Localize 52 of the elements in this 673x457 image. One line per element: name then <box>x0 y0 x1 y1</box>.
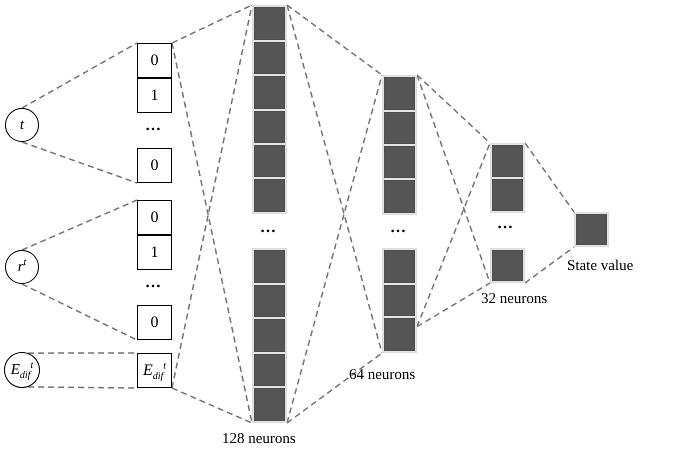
layer-caption: State value <box>567 259 634 274</box>
vector-cell <box>137 78 172 113</box>
ellipsis: … <box>145 118 161 134</box>
connection-line <box>416 282 490 328</box>
neuron-column <box>252 5 287 214</box>
node-text: 1 <box>150 86 158 104</box>
input-circle <box>5 108 39 142</box>
connection-line <box>22 283 138 341</box>
neuron-column <box>382 248 417 353</box>
connection-line <box>28 352 137 354</box>
vector-cell <box>137 43 172 78</box>
neuron-column <box>382 75 417 215</box>
connection-line <box>171 4 253 388</box>
ellipsis: … <box>260 220 276 236</box>
connection-line <box>22 141 138 184</box>
vector-cell <box>137 235 172 270</box>
node-text: 1 <box>150 244 158 262</box>
ellipsis: … <box>390 220 406 236</box>
ellipsis: … <box>145 275 161 291</box>
connection-line <box>28 386 137 389</box>
node-text: r$^{t}$ <box>18 258 26 276</box>
neuron-column <box>490 248 525 283</box>
input-circle <box>4 352 40 388</box>
vector-cell <box>137 200 172 235</box>
neuron-column <box>252 248 287 423</box>
connection-line <box>416 142 491 328</box>
layer-caption: 128 neurons <box>222 432 296 447</box>
ellipsis: … <box>497 216 513 232</box>
layer-caption: 32 neurons <box>481 292 548 307</box>
vector-cell <box>137 305 172 340</box>
connection-line <box>172 4 252 44</box>
output-neuron <box>574 212 609 247</box>
node-text: 0 <box>150 314 158 332</box>
connection-line <box>22 199 138 251</box>
connection-line <box>286 4 383 354</box>
connection-line <box>22 42 138 109</box>
layer-caption: 64 neurons <box>349 368 416 383</box>
node-text: 0 <box>150 208 158 226</box>
connection-line <box>286 4 382 76</box>
neuron-column <box>490 143 525 213</box>
node-text: 0 <box>150 52 158 70</box>
connection-line <box>171 42 253 424</box>
node-text: 0 <box>150 156 158 174</box>
connection-line <box>286 352 382 424</box>
connection-line <box>524 246 574 284</box>
connection-line <box>286 74 383 424</box>
input-circle <box>5 250 39 284</box>
vector-cell <box>137 148 172 183</box>
node-text: t <box>20 116 24 134</box>
connection-line <box>172 387 252 424</box>
connection-line <box>524 142 575 212</box>
vector-cell <box>137 353 172 388</box>
